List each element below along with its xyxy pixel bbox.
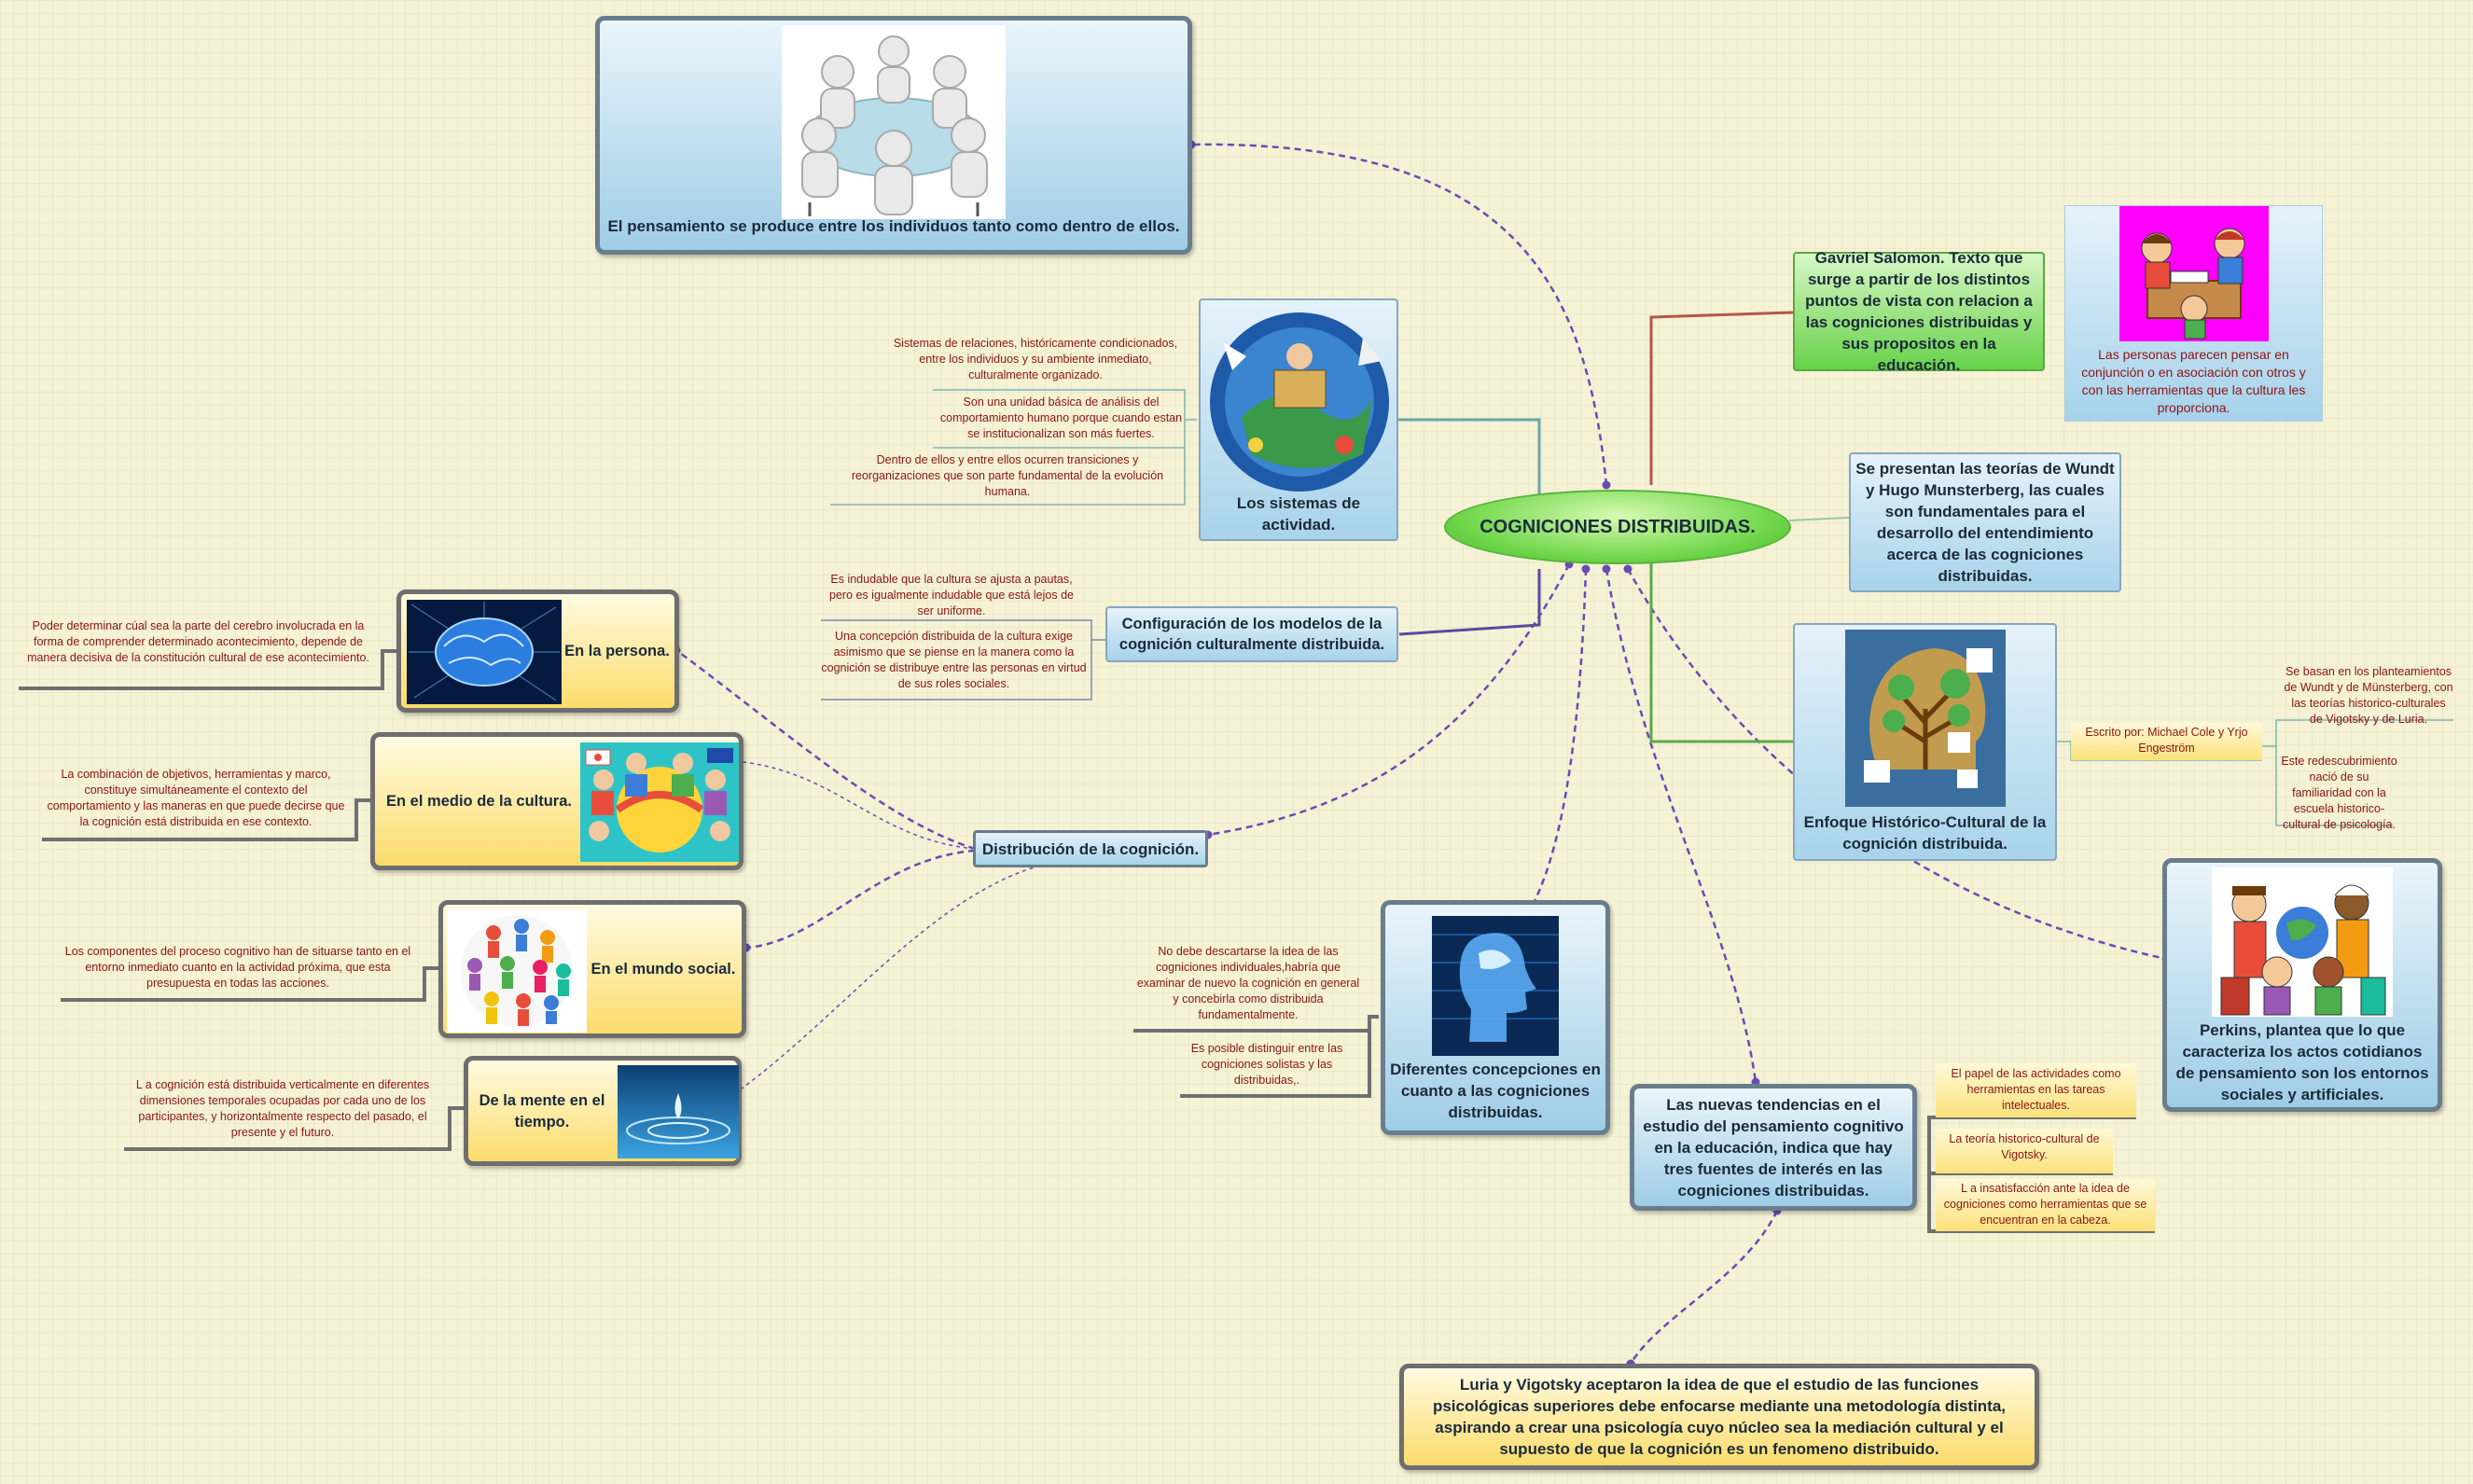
node-nuevas-tendencias-label: Las nuevas tendencias en el estudio del … (1634, 1094, 1912, 1201)
node-cultura-label: En el medio de la cultura. (379, 791, 579, 812)
node-wundt-munsterberg[interactable]: Se presentan las teorías de Wundt y Hugo… (1849, 452, 2121, 592)
link-tiempo (742, 866, 1040, 1089)
enfoque-note: Escrito por: Michael Cole y Yrjo Engestr… (2071, 723, 2262, 760)
globe-activity-icon (1204, 305, 1395, 492)
node-gavriel-salomon-label: Gavriel Salomon. Texto que surge a parti… (1795, 247, 2043, 376)
concepciones-note-1: No debe descartarse la idea de las cogni… (1136, 944, 1360, 1023)
social-note: Los componentes del proceso cognitivo ha… (61, 944, 415, 992)
node-en-la-persona-label: En la persona. (562, 641, 673, 662)
salomon-image-card[interactable]: Las personas parecen pensar en conjunció… (2064, 205, 2323, 422)
actividad-note-3: Dentro de ellos y entre ellos ocurren tr… (835, 452, 1180, 500)
water-drop-icon (618, 1065, 739, 1158)
cultura-note: La combinación de objetivos, herramienta… (42, 767, 350, 830)
link-social (746, 851, 975, 948)
tendencias-note-3: L a insatisfacción ante la idea de cogni… (1936, 1179, 2155, 1231)
head-tree-puzzle-icon (1845, 630, 2006, 807)
node-distribucion-label: Distribución de la cognición. (982, 839, 1199, 860)
node-pensamiento[interactable]: El pensamiento se produce entre los indi… (595, 16, 1192, 255)
enfoque-subnote-2: Este redescubrimiento nació de su famili… (2281, 754, 2397, 833)
node-distribucion[interactable]: Distribución de la cognición. (973, 830, 1208, 867)
node-nuevas-tendencias[interactable]: Las nuevas tendencias en el estudio del … (1630, 1084, 1917, 1211)
node-tiempo-label: De la mente en el tiempo. (472, 1090, 612, 1133)
node-diferentes-concepciones-label: Diferentes concepciones en cuanto a las … (1389, 1059, 1602, 1123)
link-distribucion (1208, 564, 1569, 835)
node-en-el-medio-de-la-cultura[interactable]: En el medio de la cultura. (370, 732, 743, 870)
node-wundt-munsterberg-label: Se presentan las teorías de Wundt y Hugo… (1851, 458, 2119, 587)
actividad-note-1: Sistemas de relaciones, históricamente c… (891, 336, 1180, 383)
node-en-el-mundo-social-label: En el mundo social. (587, 959, 740, 980)
concepciones-note-2: Es posible distinguir entre las cognicio… (1183, 1041, 1351, 1089)
brain-icon (407, 600, 562, 704)
tendencias-note-2: La teoría historico-cultural de Vigotsky… (1936, 1129, 2113, 1173)
configuracion-note-2: Una concepción distribuida de la cultura… (821, 629, 1087, 692)
people-globe-icon (447, 909, 587, 1033)
node-luria-vigotsky-label: Luria y Vigotsky aceptaron la idea de qu… (1404, 1374, 2035, 1460)
tendencias-note-1: El papel de las actividades como herrami… (1936, 1063, 2136, 1117)
node-luria-vigotsky[interactable]: Luria y Vigotsky aceptaron la idea de qu… (1399, 1364, 2039, 1470)
node-enfoque-historico-cultural[interactable]: Enfoque Histórico-Cultural de la cognici… (1793, 623, 2057, 861)
configuracion-note-1: Es indudable que la cultura se ajusta a … (821, 572, 1082, 619)
node-sistemas-actividad[interactable]: Los sistemas de actividad. (1199, 298, 1398, 541)
enfoque-subnote-1: Se basan en los planteamientos de Wundt … (2284, 664, 2453, 728)
node-gavriel-salomon[interactable]: Gavriel Salomon. Texto que surge a parti… (1793, 252, 2045, 371)
tiempo-note: L a cognición está distribuida verticalm… (124, 1077, 441, 1141)
link-luria (1631, 1211, 1777, 1364)
node-perkins-label: Perkins, plantea que lo que caracteriza … (2173, 1019, 2432, 1105)
children-cultures-icon (2212, 867, 2393, 1017)
students-icon (2119, 206, 2269, 341)
actividad-note-2: Son una unidad básica de análisis del co… (938, 395, 1185, 442)
central-topic-label: COGNICIONES DISTRIBUIDAS. (1480, 517, 1756, 538)
node-en-la-persona[interactable]: En la persona. (396, 589, 679, 713)
node-diferentes-concepciones[interactable]: Diferentes concepciones en cuanto a las … (1381, 900, 1610, 1135)
node-pensamiento-label: El pensamiento se produce entre los indi… (600, 215, 1188, 237)
node-enfoque-historico-cultural-label: Enfoque Histórico-Cultural de la cognici… (1799, 811, 2051, 854)
salomon-image-caption: Las personas parecen pensar en conjunció… (2071, 346, 2316, 417)
children-world-icon (580, 742, 739, 862)
node-de-la-mente-en-el-tiempo[interactable]: De la mente en el tiempo. (464, 1056, 742, 1166)
node-en-el-mundo-social[interactable]: En el mundo social. (438, 900, 746, 1038)
node-configuracion[interactable]: Configuración de los modelos de la cogni… (1105, 606, 1398, 662)
digital-head-icon (1432, 916, 1559, 1056)
node-sistemas-actividad-label: Los sistemas de actividad. (1208, 492, 1389, 535)
people-round-table-icon (782, 25, 1006, 219)
node-perkins[interactable]: Perkins, plantea que lo que caracteriza … (2162, 858, 2442, 1112)
central-topic[interactable]: COGNICIONES DISTRIBUIDAS. (1444, 490, 1791, 564)
node-configuracion-label: Configuración de los modelos de la cogni… (1107, 614, 1396, 655)
persona-note: Poder determinar cúal sea la parte del c… (19, 618, 378, 666)
link-tendencias (1606, 569, 1756, 1082)
